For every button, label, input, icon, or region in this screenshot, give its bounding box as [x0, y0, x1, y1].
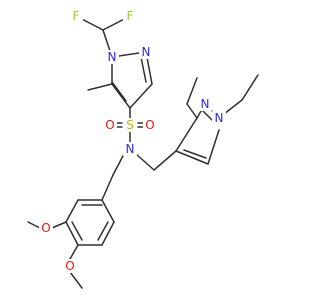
methoxy-oxygen: O — [39, 221, 53, 235]
sulfonyl-oxygen: O — [143, 118, 157, 132]
bond — [65, 199, 79, 223]
bond — [153, 150, 177, 171]
svg-text:N: N — [142, 45, 151, 59]
bond — [97, 221, 109, 241]
fluorine-atom: F — [123, 9, 137, 23]
bond — [69, 244, 79, 260]
pyrazole-nitrogen: N — [212, 111, 226, 125]
svg-text:N: N — [201, 97, 210, 111]
bond — [112, 153, 125, 176]
bond — [101, 199, 115, 223]
svg-text:O: O — [145, 118, 154, 132]
molecule-diagram: F F N N S O O N — [27, 9, 259, 289]
methoxy-oxygen: O — [63, 259, 77, 273]
bond — [186, 103, 198, 119]
bond — [186, 77, 198, 105]
svg-text:N: N — [215, 111, 224, 125]
svg-text:F: F — [73, 9, 80, 23]
svg-text:N: N — [126, 142, 135, 156]
atom-labels: F F N N S O O N — [39, 9, 226, 273]
pyrazole-nitrogen: N — [198, 97, 212, 111]
sulfur-atom: S — [123, 118, 137, 132]
bond — [175, 150, 209, 165]
bond — [69, 271, 83, 289]
bond — [51, 221, 67, 229]
sulfonyl-oxygen: O — [103, 118, 117, 132]
fluorine-atom: F — [69, 9, 83, 23]
bond — [65, 221, 79, 246]
bond — [129, 83, 153, 109]
bond — [111, 81, 127, 102]
amide-nitrogen: N — [123, 142, 137, 156]
bond — [101, 174, 114, 201]
svg-text:O: O — [105, 118, 114, 132]
svg-text:O: O — [41, 221, 50, 235]
svg-text:N: N — [108, 50, 117, 64]
bond — [87, 83, 113, 91]
bond — [101, 221, 115, 246]
bond — [175, 117, 198, 152]
structure-svg: F F N N S O O N — [27, 9, 259, 289]
bond — [140, 56, 147, 83]
bond — [27, 221, 41, 229]
bond — [183, 149, 207, 159]
svg-text:F: F — [127, 9, 134, 23]
pyrazole-nitrogen: N — [139, 45, 153, 59]
bond — [71, 221, 83, 241]
svg-text:O: O — [65, 259, 74, 273]
bond — [135, 153, 155, 171]
pyrazole-nitrogen: N — [105, 50, 119, 64]
svg-text:S: S — [126, 118, 134, 132]
bond — [207, 129, 220, 165]
bond — [241, 74, 259, 101]
bond — [111, 83, 131, 109]
